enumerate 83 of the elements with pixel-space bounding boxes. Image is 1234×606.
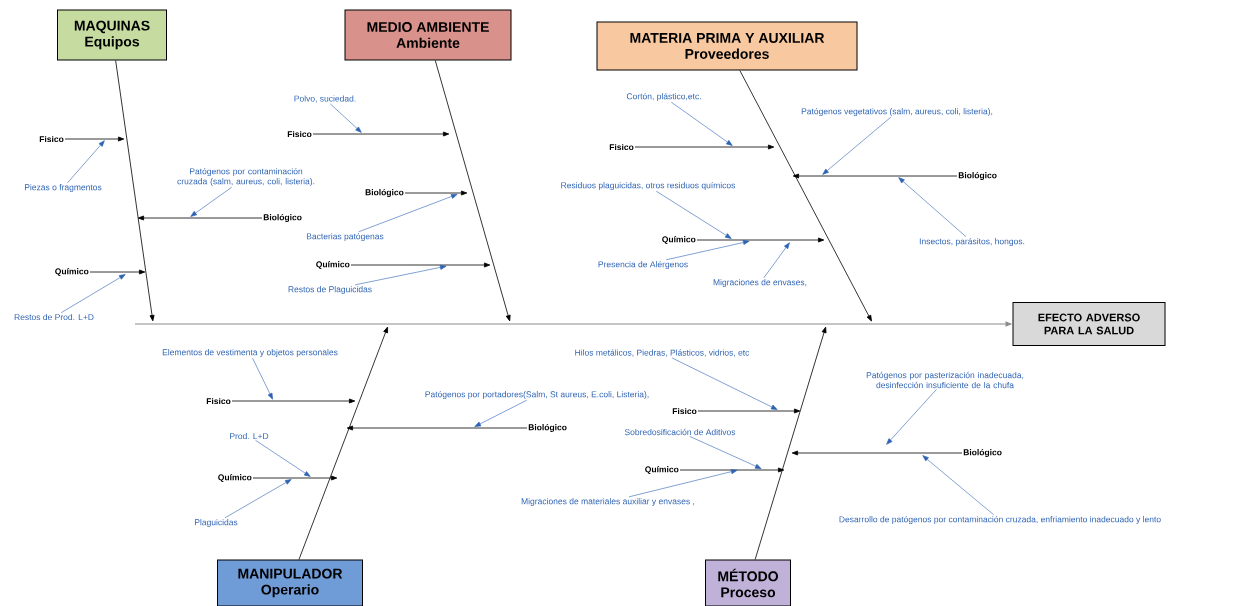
branch-label: Biológico <box>958 172 997 181</box>
leader-arrow <box>689 436 762 469</box>
branch-arrow <box>231 398 356 404</box>
leader-arrow <box>255 440 311 477</box>
leader-arrow <box>354 264 447 286</box>
leader-arrow <box>474 399 528 427</box>
branch-label: Biológico <box>963 449 1002 458</box>
branch-arrow <box>252 475 338 481</box>
branch-label: Químico <box>218 474 252 482</box>
cause-note: Patógenos por contaminación cruzada (salm, aureus, coli, listeria). <box>177 168 315 186</box>
cause-note: Insectos, parásitos, hongos. <box>919 238 1025 246</box>
leader-arrow <box>60 274 126 313</box>
branch-label: Químico <box>316 261 350 269</box>
leader-arrow <box>358 194 458 233</box>
leader-arrow <box>763 242 790 279</box>
spine-arrow <box>298 326 388 560</box>
cause-note: Sobredosificación de Aditivos <box>624 428 736 436</box>
branch-arrow <box>312 131 450 137</box>
branch-arrow <box>696 237 825 243</box>
cause-note: Patógenos por portadores(Salm, St aureus, E.coli, Listeria), <box>425 391 649 399</box>
leader-arrow <box>898 177 967 238</box>
leader-arrow <box>224 479 292 519</box>
spine-arrow <box>754 326 827 560</box>
cause-note: Prod. L+D <box>230 432 269 440</box>
cause-note: Presencia de Alérgenos <box>598 261 688 269</box>
branch-arrow <box>679 467 785 473</box>
branch-arrow <box>137 215 263 221</box>
leader-arrow <box>628 469 738 498</box>
leader-arrow <box>190 186 232 217</box>
branch-arrow <box>346 425 528 431</box>
cause-note: Residuos plaguicidas, otros residuos químicos <box>561 182 736 190</box>
cause-note: Elementos de vestimenta y objetos personales <box>162 349 338 357</box>
leader-arrow <box>252 357 273 400</box>
branch-arrow <box>791 450 963 456</box>
branch-label: Fisico <box>672 407 697 415</box>
cause-note: Restos de Prod. L+D <box>14 313 94 321</box>
branch-label: Fisico <box>39 135 64 143</box>
branch-label: Biológico <box>528 424 567 433</box>
cause-note: Polvo, suciedad. <box>294 95 356 103</box>
cause-note: Migraciones de envases, <box>713 279 807 287</box>
cause-note: Hilos metálicos, Piedras, Plásticos, vidrios, etc <box>575 349 750 357</box>
leader-arrow <box>655 190 732 239</box>
spine-arrow <box>115 60 155 322</box>
branch-label: Químico <box>55 268 89 276</box>
category-box: MANIPULADOR Operario <box>217 559 363 606</box>
cause-note: Plaguicidas <box>194 519 238 527</box>
leader-arrow <box>67 140 105 184</box>
category-box: MEDIO AMBIENTE Ambiente <box>344 9 512 61</box>
leader-arrow <box>886 389 937 445</box>
branch-label: Químico <box>645 466 679 474</box>
branch-arrow <box>697 408 801 414</box>
leader-arrow <box>922 455 995 516</box>
leader-arrow <box>671 101 733 146</box>
effect-box: EFECTO ADVERSO PARA LA SALUD <box>1012 302 1166 346</box>
category-box: MAQUINAS Equipos <box>57 9 167 61</box>
spine-arrow <box>739 70 872 322</box>
spine-arrow <box>434 60 511 322</box>
branch-label: Químico <box>662 236 696 244</box>
cause-note: Patógenos vegetativos (salm, aureus, coli, listeria), <box>801 108 993 116</box>
branch-label: Biológico <box>365 189 404 197</box>
cause-note: Bacterias patógenas <box>306 233 384 241</box>
leader-arrow <box>822 116 892 175</box>
leader-arrow <box>665 240 750 261</box>
cause-note: Migraciones de materiales auxiliar y envases , <box>521 498 695 506</box>
category-box: MATERIA PRIMA Y AUXILIAR Proveedores <box>596 21 858 71</box>
category-box: MÉTODO Proceso <box>705 559 791 606</box>
cause-note: Restos de Plaguicidas <box>288 286 372 294</box>
branch-arrow <box>634 144 775 150</box>
leader-arrow <box>671 357 778 410</box>
branch-arrow <box>64 136 125 142</box>
branch-arrow <box>404 190 468 196</box>
branch-label: Fisico <box>287 130 312 138</box>
cause-note: Desarrollo de patógenos por contaminación cruzada, enfriamiento inadecuado y lento <box>839 516 1161 524</box>
branch-label: Fisico <box>609 143 634 151</box>
branch-arrow <box>89 269 146 275</box>
branch-arrow <box>792 173 958 179</box>
leader-arrow <box>329 103 362 133</box>
cause-note: Cortón, plástico,etc. <box>626 93 701 101</box>
branch-label: Biológico <box>263 214 302 222</box>
branch-arrow <box>350 262 491 268</box>
cause-note: Piezas o fragmentos <box>24 184 102 192</box>
cause-note: Patógenos por pasterización inadecuada, desinfección insuficiente de la chufa <box>866 371 1024 389</box>
branch-label: Fisico <box>206 397 231 405</box>
